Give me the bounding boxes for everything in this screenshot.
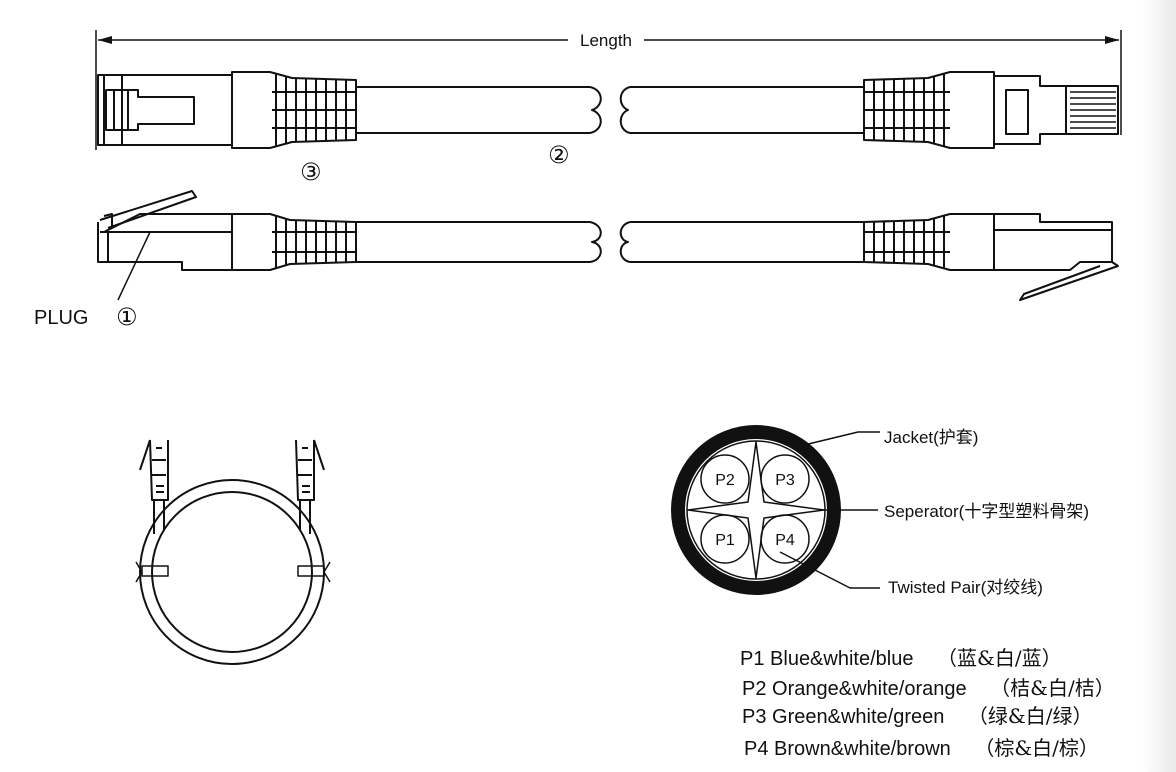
cross-section: P2 P3 P1 P4 Jacket(护套) Seperator(十字型塑料骨架… — [671, 425, 1089, 597]
pair-p2-circle — [700, 454, 750, 504]
legend-row-p2: P2 Orange&white/orange （桔&白/桔） — [742, 672, 1115, 701]
legend-text: Green&white/green — [772, 706, 945, 728]
twisted-pair-label: Twisted Pair(对绞线) — [888, 578, 1043, 597]
legend-cn: （棕&白/棕） — [974, 736, 1099, 760]
legend-code: P2 — [742, 678, 767, 700]
callouts: PLUG ① ③ ② — [34, 141, 570, 331]
length-label: Length — [580, 31, 632, 50]
pair-p1-label: P1 — [715, 532, 735, 549]
legend-cn: （桔&白/桔） — [990, 676, 1115, 700]
legend-text: Orange&white/orange — [772, 678, 967, 700]
boot-marker: ③ — [300, 158, 322, 186]
page-edge-shadow — [1142, 0, 1176, 772]
separator-label: Seperator(十字型塑料骨架) — [884, 502, 1089, 521]
legend-row-p3: P3 Green&white/green （绿&白/绿） — [742, 700, 1092, 729]
legend-text: Brown&white/brown — [774, 738, 951, 760]
side-view-right-end — [619, 213, 1119, 301]
plug-marker: ① — [116, 303, 138, 331]
plug-leader — [117, 231, 151, 301]
cable-marker: ② — [548, 141, 570, 169]
twisted-pair-leader — [779, 551, 880, 589]
pair-p2-label: P2 — [715, 472, 735, 489]
legend-row-p1: P1 Blue&white/blue （蓝&白/蓝） — [740, 642, 1062, 671]
side-view-left-end — [97, 190, 602, 271]
pair-p1-circle — [700, 514, 750, 564]
legend-cn: （蓝&白/蓝） — [937, 646, 1062, 670]
pair-p4-circle — [760, 514, 810, 564]
legend-cn: （绿&白/绿） — [967, 704, 1093, 728]
top-view-left-end — [97, 71, 602, 149]
jacket-label: Jacket(护套) — [884, 428, 978, 447]
pair-p3-label: P3 — [775, 472, 795, 489]
legend-code: P1 — [740, 648, 765, 670]
top-view-right-end — [619, 71, 1119, 149]
coiled-cable — [135, 439, 331, 665]
plug-label: PLUG — [34, 307, 88, 329]
legend-code: P4 — [744, 738, 769, 760]
jacket-leader — [799, 431, 880, 447]
length-dimension: Length — [95, 30, 1122, 150]
separator-cross — [687, 441, 825, 579]
legend-row-p4: P4 Brown&white/brown （棕&白/棕） — [744, 732, 1099, 761]
legend-text: Blue&white/blue — [770, 648, 914, 670]
legend-code: P3 — [742, 706, 767, 728]
pair-p4-label: P4 — [775, 532, 795, 549]
pair-p3-circle — [760, 454, 810, 504]
